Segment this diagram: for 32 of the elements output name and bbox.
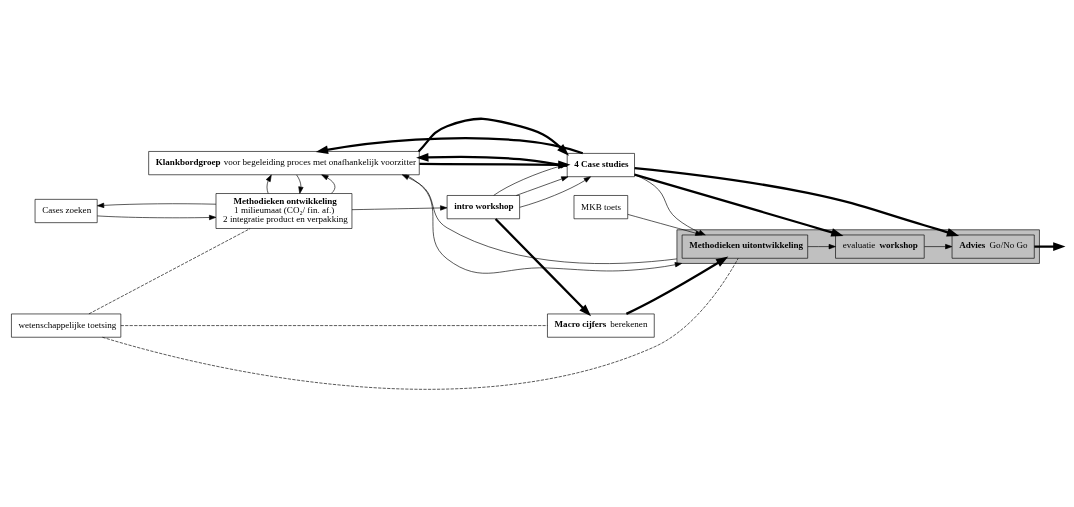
arrow (519, 175, 591, 208)
arrow (494, 217, 592, 316)
arrow (315, 136, 584, 154)
node-box: evaluatie workshop (835, 234, 925, 259)
connector (102, 257, 739, 389)
arrow (516, 175, 569, 196)
node-box: wetenschappelijke toetsing (11, 313, 122, 338)
node-box: Methodieken uitontwikkeling (681, 234, 808, 259)
arrow (924, 243, 953, 249)
node-box: Macro cijfers berekenen (547, 313, 655, 338)
arrow (417, 117, 569, 156)
arrow (627, 213, 703, 236)
arrow (321, 174, 336, 194)
arrow (634, 173, 844, 237)
node-box: MKB toets (573, 194, 629, 219)
arrow (97, 202, 217, 208)
arrow (625, 256, 729, 315)
arrow (97, 214, 217, 220)
connector (120, 324, 548, 326)
arrow (807, 243, 836, 249)
arrow (634, 166, 960, 236)
connector (88, 227, 251, 314)
arrow (265, 174, 272, 194)
node-box: Cases zoeken (34, 198, 98, 223)
arrow (351, 204, 448, 211)
node-box: Advies Go/No Go (951, 234, 1035, 259)
node-box: Methodieken ontwikkeling 1 milieumaat (CO₂/ fin. af.) 2 integratie product en verpakking (215, 192, 353, 229)
arrow (296, 174, 304, 194)
arrow (1034, 241, 1066, 251)
node-box: 4 Case studies (566, 152, 635, 177)
node-box: Klankbordgroep voor begeleiding proces met onafhankelijk voorzitter (148, 150, 420, 175)
node-box: intro workshop (446, 194, 520, 219)
